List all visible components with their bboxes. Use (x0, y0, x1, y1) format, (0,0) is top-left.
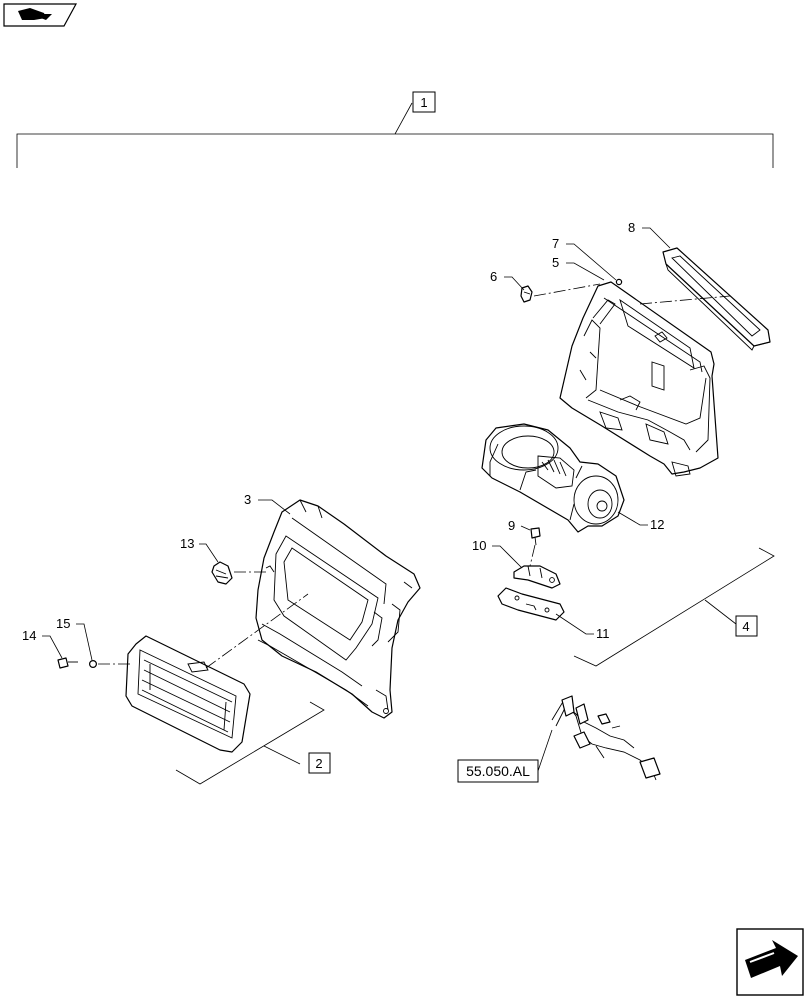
callout-label-1: 1 (420, 95, 427, 110)
callout-box-4[interactable]: 4 (735, 615, 758, 637)
callout-3: 3 (244, 492, 291, 515)
callout-label-12: 12 (650, 517, 664, 532)
callout-8: 8 (628, 220, 671, 249)
part-10-bracket (513, 565, 561, 589)
assembly-bracket-1 (16, 102, 774, 168)
callout-label-9: 9 (508, 518, 515, 533)
wiring-harness (551, 695, 661, 781)
callout-label-3: 3 (244, 492, 251, 507)
callout-label-10: 10 (472, 538, 486, 553)
reference-label: 55.050.AL (466, 763, 530, 779)
callout-label-2: 2 (315, 756, 322, 771)
part-7-screw (615, 278, 623, 286)
part-15-washer (88, 659, 97, 668)
book-hand-icon[interactable] (3, 3, 78, 27)
part-14-screw (57, 657, 78, 669)
assembly-bracket-4 (573, 547, 775, 667)
assembly-bracket-2 (175, 701, 325, 785)
callout-box-1[interactable]: 1 (412, 91, 436, 113)
callout-14: 14 (22, 628, 63, 659)
part-12-blower-unit (481, 423, 625, 533)
callout-box-2[interactable]: 2 (308, 752, 331, 774)
callout-9: 9 (508, 518, 531, 533)
callout-10: 10 (472, 538, 523, 569)
callout-label-7: 7 (552, 236, 559, 251)
callout-5: 5 (552, 255, 605, 281)
reference-box[interactable]: 55.050.AL (457, 729, 553, 783)
callout-label-5: 5 (552, 255, 559, 270)
callout-label-4: 4 (742, 619, 749, 634)
part-11-plate (497, 587, 565, 621)
callout-15: 15 (56, 616, 93, 661)
part-3-duct-housing (255, 499, 421, 719)
callout-label-15: 15 (56, 616, 70, 631)
callout-7: 7 (552, 236, 617, 281)
callout-label-11: 11 (596, 626, 610, 641)
callout-11: 11 (555, 613, 610, 641)
next-page-arrow-icon[interactable] (736, 928, 804, 996)
evaporator-housing (559, 281, 719, 477)
callout-6: 6 (490, 269, 525, 291)
callout-12: 12 (617, 511, 664, 532)
callout-label-13: 13 (180, 536, 194, 551)
callout-label-14: 14 (22, 628, 36, 643)
part-13-clip (211, 561, 233, 585)
part-9-bolt (530, 527, 541, 546)
part-2-grille (125, 635, 251, 753)
callout-label-8: 8 (628, 220, 635, 235)
callout-13: 13 (180, 536, 219, 563)
callout-label-6: 6 (490, 269, 497, 284)
